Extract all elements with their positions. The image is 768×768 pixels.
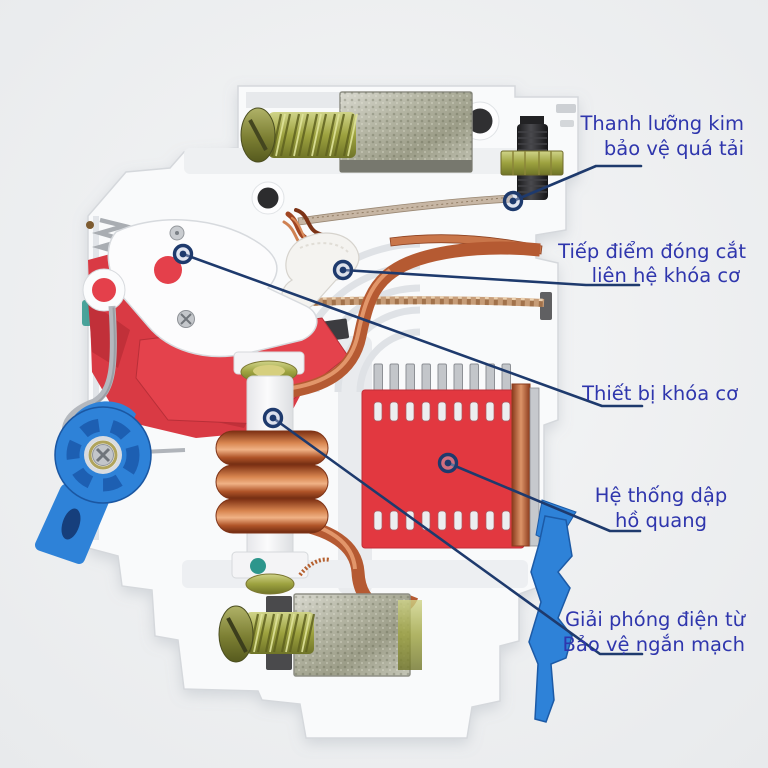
marker-magnetic-release <box>262 407 284 429</box>
label-bimetal-line2: bảo vệ quá tải <box>604 137 744 160</box>
arc-chute-slots-top <box>373 401 511 422</box>
label-arc-chute-line2: hồ quang <box>615 509 707 532</box>
leader-bimetal <box>511 164 643 203</box>
marker-latch <box>172 243 194 265</box>
label-latch-line1: Thiết bị khóa cơ <box>581 382 738 405</box>
leader-latch <box>181 252 644 408</box>
annotations: Thanh lưỡng kim bảo vệ quá tải Tiếp điểm… <box>172 112 747 656</box>
leader-magnetic-release <box>271 416 644 656</box>
arc-chute-slots-bottom <box>373 510 511 531</box>
toggle-handle <box>35 401 152 564</box>
bimetal-strip <box>297 194 543 255</box>
label-contacts-line1: Tiếp điểm đóng cắt <box>557 240 746 263</box>
leader-arc-chute <box>446 461 642 533</box>
label-bimetal-line1: Thanh lưỡng kim <box>580 112 744 135</box>
terminal-screw-top <box>240 107 358 163</box>
marker-contacts <box>332 259 354 281</box>
solenoid-coil <box>215 430 329 534</box>
calibration-screw <box>500 116 564 200</box>
label-arc-chute-line1: Hệ thống dập <box>595 484 727 507</box>
top-terminal <box>240 91 473 173</box>
label-magnetic-release-line1: Giải phóng điện từ <box>565 608 747 631</box>
label-magnetic-release-line2: Bảo vệ ngắn mạch <box>563 633 745 656</box>
marker-bimetal <box>502 190 524 212</box>
marker-arc-chute <box>437 452 459 474</box>
leader-contacts <box>341 268 641 287</box>
bottom-terminal <box>218 557 422 677</box>
breaker-device <box>35 85 579 739</box>
terminal-screw-bottom <box>218 605 316 663</box>
label-contacts-line2: liên hệ khóa cơ <box>592 264 740 287</box>
